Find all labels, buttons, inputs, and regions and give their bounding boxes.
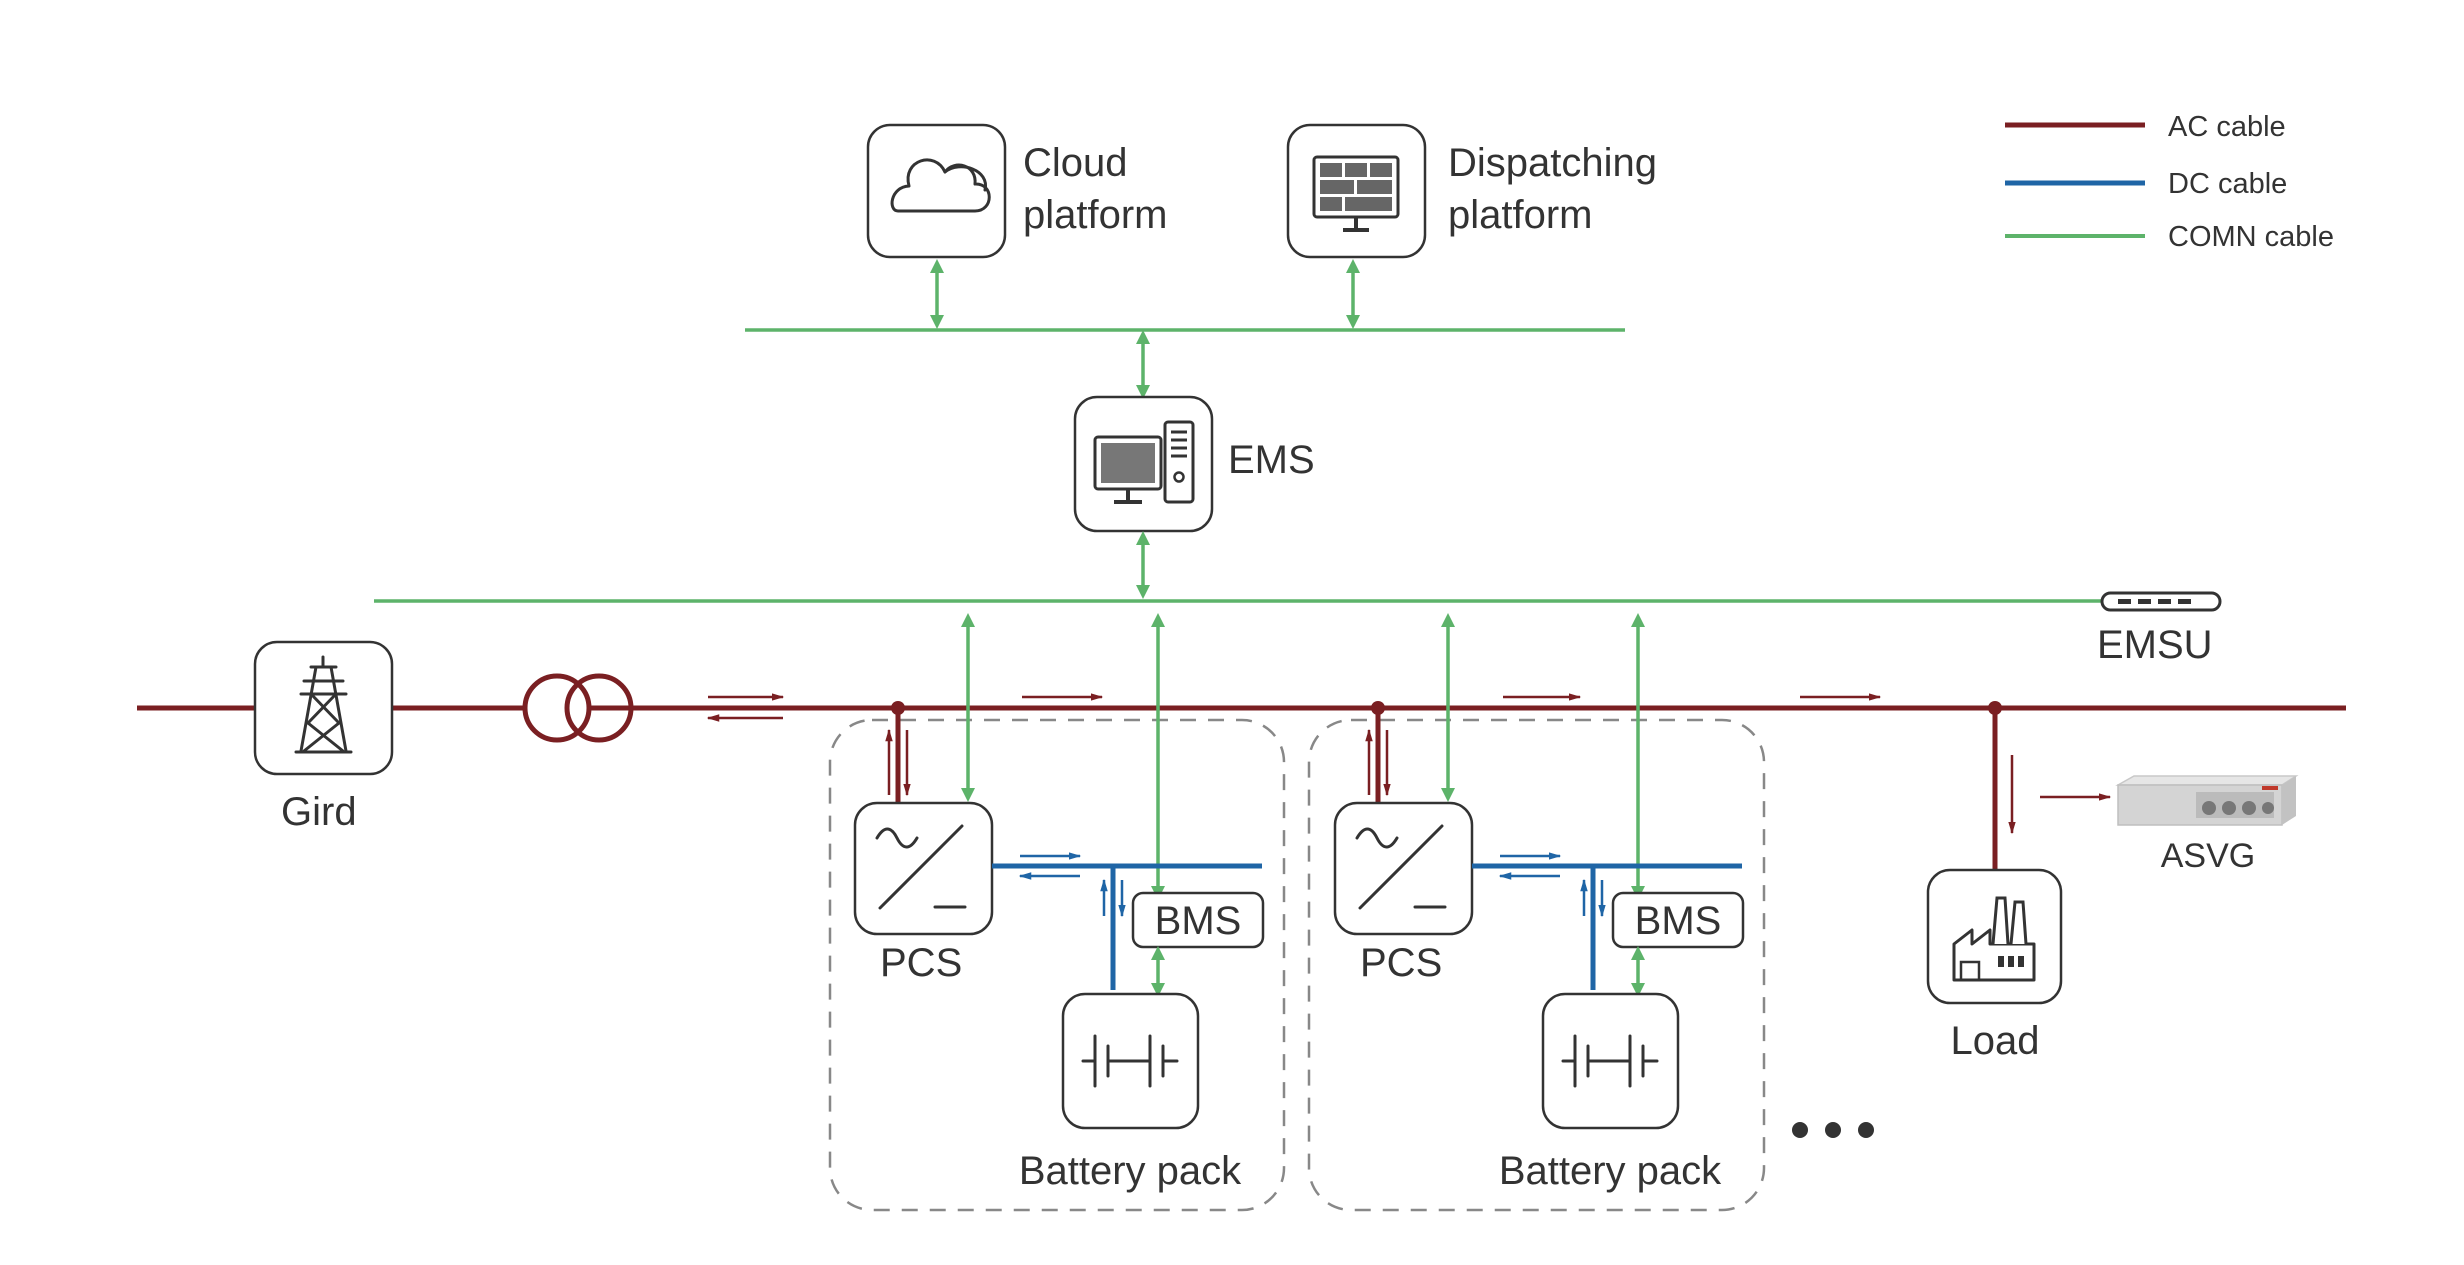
bms-2-label: BMS <box>1635 899 1722 943</box>
battery-pack-2-node: Battery pack <box>1499 992 1722 1193</box>
battery-cell-icon <box>1081 1034 1179 1088</box>
bms-2-node: BMS <box>1611 891 1745 949</box>
pcs-1-label: PCS <box>880 941 962 985</box>
load-branch <box>1988 701 2112 870</box>
transmission-tower-icon <box>294 655 353 754</box>
bms-1-label: BMS <box>1155 899 1242 943</box>
emsu-node: EMSU <box>2097 591 2222 667</box>
storage-unit-2: PCS BMS Battery pack <box>1307 613 1766 1212</box>
dispatch-label-line2: platform <box>1448 193 1593 237</box>
storage-unit-1: PCS BMS Battery pack <box>828 613 1286 1212</box>
monitor-dashboard-icon <box>1312 155 1400 232</box>
desktop-computer-icon <box>1093 420 1195 504</box>
legend-comn-label: COMN cable <box>2168 221 2334 253</box>
pcs-2-node: PCS <box>1333 801 1474 985</box>
load-label: Load <box>1951 1019 2040 1063</box>
load-node: Load <box>1926 868 2063 1063</box>
legend-dc-label: DC cable <box>2168 168 2287 200</box>
factory-icon <box>1952 896 2036 982</box>
ellipsis-icon <box>1792 1122 1874 1138</box>
inverter-icon <box>875 824 967 910</box>
battery-pack-1-label: Battery pack <box>1019 1149 1242 1193</box>
legend: AC cable DC cable COMN cable <box>2005 111 2334 253</box>
battery-pack-1-node: Battery pack <box>1019 992 1242 1193</box>
pcs-2-label: PCS <box>1360 941 1442 985</box>
pcs-1-node: PCS <box>853 801 994 985</box>
battery-cell-icon <box>1561 1034 1659 1088</box>
asvg-label: ASVG <box>2161 837 2255 875</box>
dispatch-label-line1: Dispatching <box>1448 141 1657 185</box>
transformer-icon <box>522 673 634 743</box>
bms-1-node: BMS <box>1131 891 1265 949</box>
legend-ac-label: AC cable <box>2168 111 2286 143</box>
battery-pack-2-label: Battery pack <box>1499 1149 1722 1193</box>
grid-node: Gird <box>253 640 394 834</box>
cloud-label-line2: platform <box>1023 193 1168 237</box>
asvg-cabinet-icon <box>2115 775 2299 826</box>
asvg-node: ASVG <box>2115 775 2299 875</box>
ac-flow-arrows <box>706 693 1882 722</box>
inverter-icon <box>1355 824 1447 910</box>
storage-unit-1-boundary <box>828 718 1286 1212</box>
storage-unit-2-boundary <box>1307 718 1766 1212</box>
ems-label: EMS <box>1228 438 1315 482</box>
ems-node: EMS <box>1073 395 1315 533</box>
dispatching-platform-node: Dispatching platform <box>1286 123 1657 259</box>
cloud-label-line1: Cloud <box>1023 141 1128 185</box>
grid-label: Gird <box>281 790 357 834</box>
cloud-platform-node: Cloud platform <box>866 123 1168 259</box>
cloud-icon-back <box>943 165 987 192</box>
emsu-label: EMSU <box>2097 623 2213 667</box>
